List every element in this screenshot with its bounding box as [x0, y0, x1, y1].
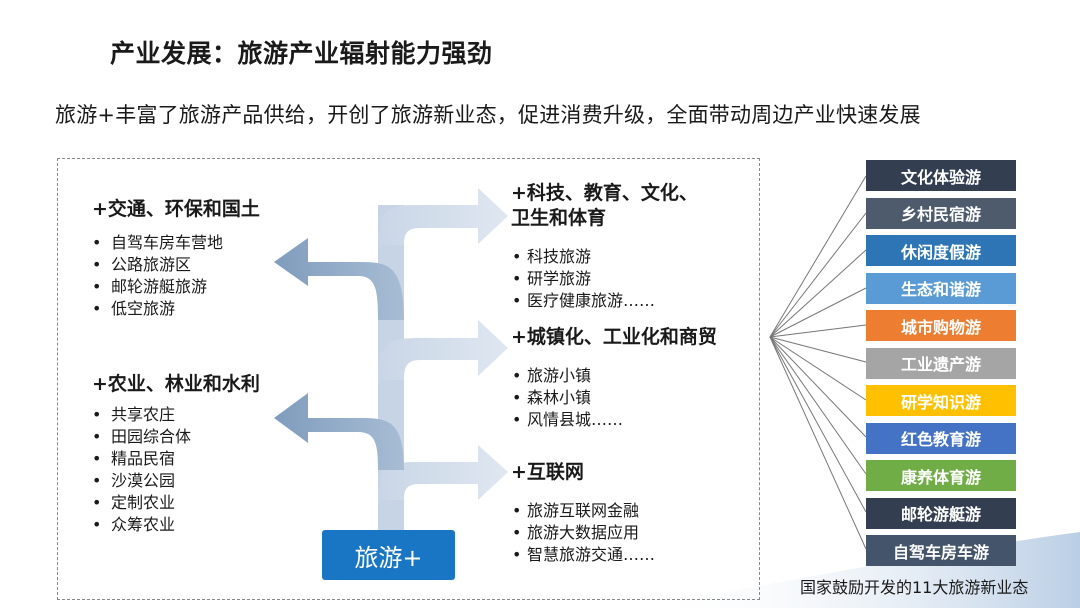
list-item: 旅游互联网金融	[512, 500, 655, 522]
tag-box: 休闲度假游	[866, 235, 1016, 266]
list-item: 众筹农业	[90, 514, 191, 536]
tag-list-caption: 国家鼓励开发的11大旅游新业态	[800, 578, 1029, 597]
list-item: 田园综合体	[90, 426, 191, 448]
page-title: 产业发展：旅游产业辐射能力强劲	[110, 39, 493, 68]
branch-right-2	[378, 320, 508, 380]
left-group-title-1: +交通、环保和国土	[92, 198, 260, 220]
right-group-title-2: +城镇化、工业化和商贸	[511, 326, 717, 348]
tag-box: 康养体育游	[866, 460, 1016, 491]
branch-left-1	[274, 238, 404, 320]
tag-box: 乡村民宿游	[866, 197, 1016, 229]
branch-right-1	[378, 188, 508, 245]
right-group-title-1: +科技、教育、文化、 卫生和体育	[511, 181, 698, 231]
center-tourism-plus-box: 旅游+	[322, 530, 455, 580]
branch-left-2	[274, 393, 404, 470]
list-item: 公路旅游区	[90, 254, 223, 276]
list-item: 邮轮游艇旅游	[90, 276, 223, 298]
list-item: 森林小镇	[512, 387, 623, 409]
right-group-title-1-line2: 卫生和体育	[511, 207, 607, 229]
left-group-title-2: +农业、林业和水利	[92, 373, 260, 395]
list-item: 自驾车房车营地	[90, 232, 223, 254]
right-group-list-2: 旅游小镇 森林小镇 风情县城……	[512, 365, 623, 431]
list-item: 旅游大数据应用	[512, 522, 655, 544]
left-group-list-2: 共享农庄 田园综合体 精品民宿 沙漠公园 定制农业 众筹农业	[90, 404, 191, 536]
page-subtitle: 旅游+丰富了旅游产品供给，开创了旅游新业态，促进消费升级，全面带动周边产业快速发…	[55, 103, 921, 127]
fan-lines	[769, 175, 867, 550]
tag-box: 城市购物游	[866, 310, 1016, 341]
list-item: 低空旅游	[90, 298, 223, 320]
list-item: 风情县城……	[512, 409, 623, 431]
tag-box: 文化体验游	[866, 160, 1016, 191]
right-group-list-1: 科技旅游 研学旅游 医疗健康旅游……	[512, 246, 655, 312]
list-item: 定制农业	[90, 492, 191, 514]
tag-box: 邮轮游艇游	[866, 497, 1016, 529]
tag-box: 研学知识游	[866, 385, 1016, 416]
right-group-title-3: +互联网	[511, 461, 584, 483]
list-item: 智慧旅游交通……	[512, 544, 655, 566]
left-group-list-1: 自驾车房车营地 公路旅游区 邮轮游艇旅游 低空旅游	[90, 232, 223, 320]
tag-box: 生态和谐游	[866, 272, 1016, 304]
list-item: 共享农庄	[90, 404, 191, 426]
list-item: 研学旅游	[512, 268, 655, 290]
tag-box: 红色教育游	[866, 422, 1016, 454]
list-item: 精品民宿	[90, 448, 191, 470]
right-group-title-1-line1: +科技、教育、文化、	[511, 182, 698, 204]
tag-box: 自驾车房车游	[866, 535, 1016, 566]
diagram-frame	[57, 158, 760, 600]
branch-right-3	[378, 445, 508, 500]
list-item: 科技旅游	[512, 246, 655, 268]
right-group-list-3: 旅游互联网金融 旅游大数据应用 智慧旅游交通……	[512, 500, 655, 566]
list-item: 医疗健康旅游……	[512, 290, 655, 312]
list-item: 旅游小镇	[512, 365, 623, 387]
list-item: 沙漠公园	[90, 470, 191, 492]
tag-box: 工业遗产游	[866, 347, 1016, 379]
